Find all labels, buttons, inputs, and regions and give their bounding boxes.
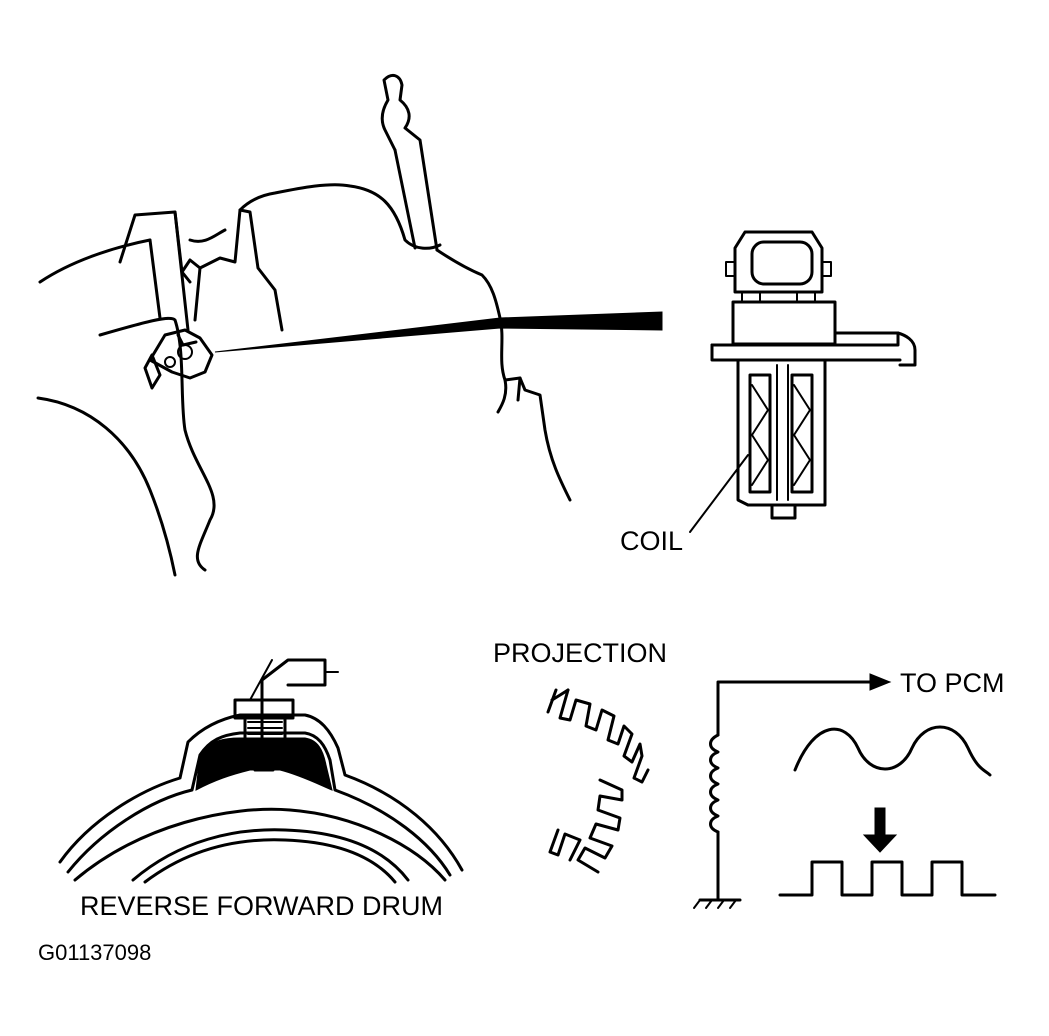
projection-label: PROJECTION — [493, 638, 667, 668]
transmission-case-drawing — [36, 73, 572, 577]
signal-circuit — [693, 673, 997, 909]
reverse-forward-drum-section — [58, 658, 464, 884]
speed-sensor-on-case — [143, 311, 663, 390]
figure-code: G01137098 — [38, 940, 151, 965]
projection-tooth-ring — [546, 688, 650, 874]
coil-label: COIL — [620, 526, 683, 556]
drum-label: REVERSE FORWARD DRUM — [80, 891, 443, 921]
to-pcm-label: TO PCM — [900, 668, 1005, 698]
speed-sensor-detail — [689, 230, 917, 533]
